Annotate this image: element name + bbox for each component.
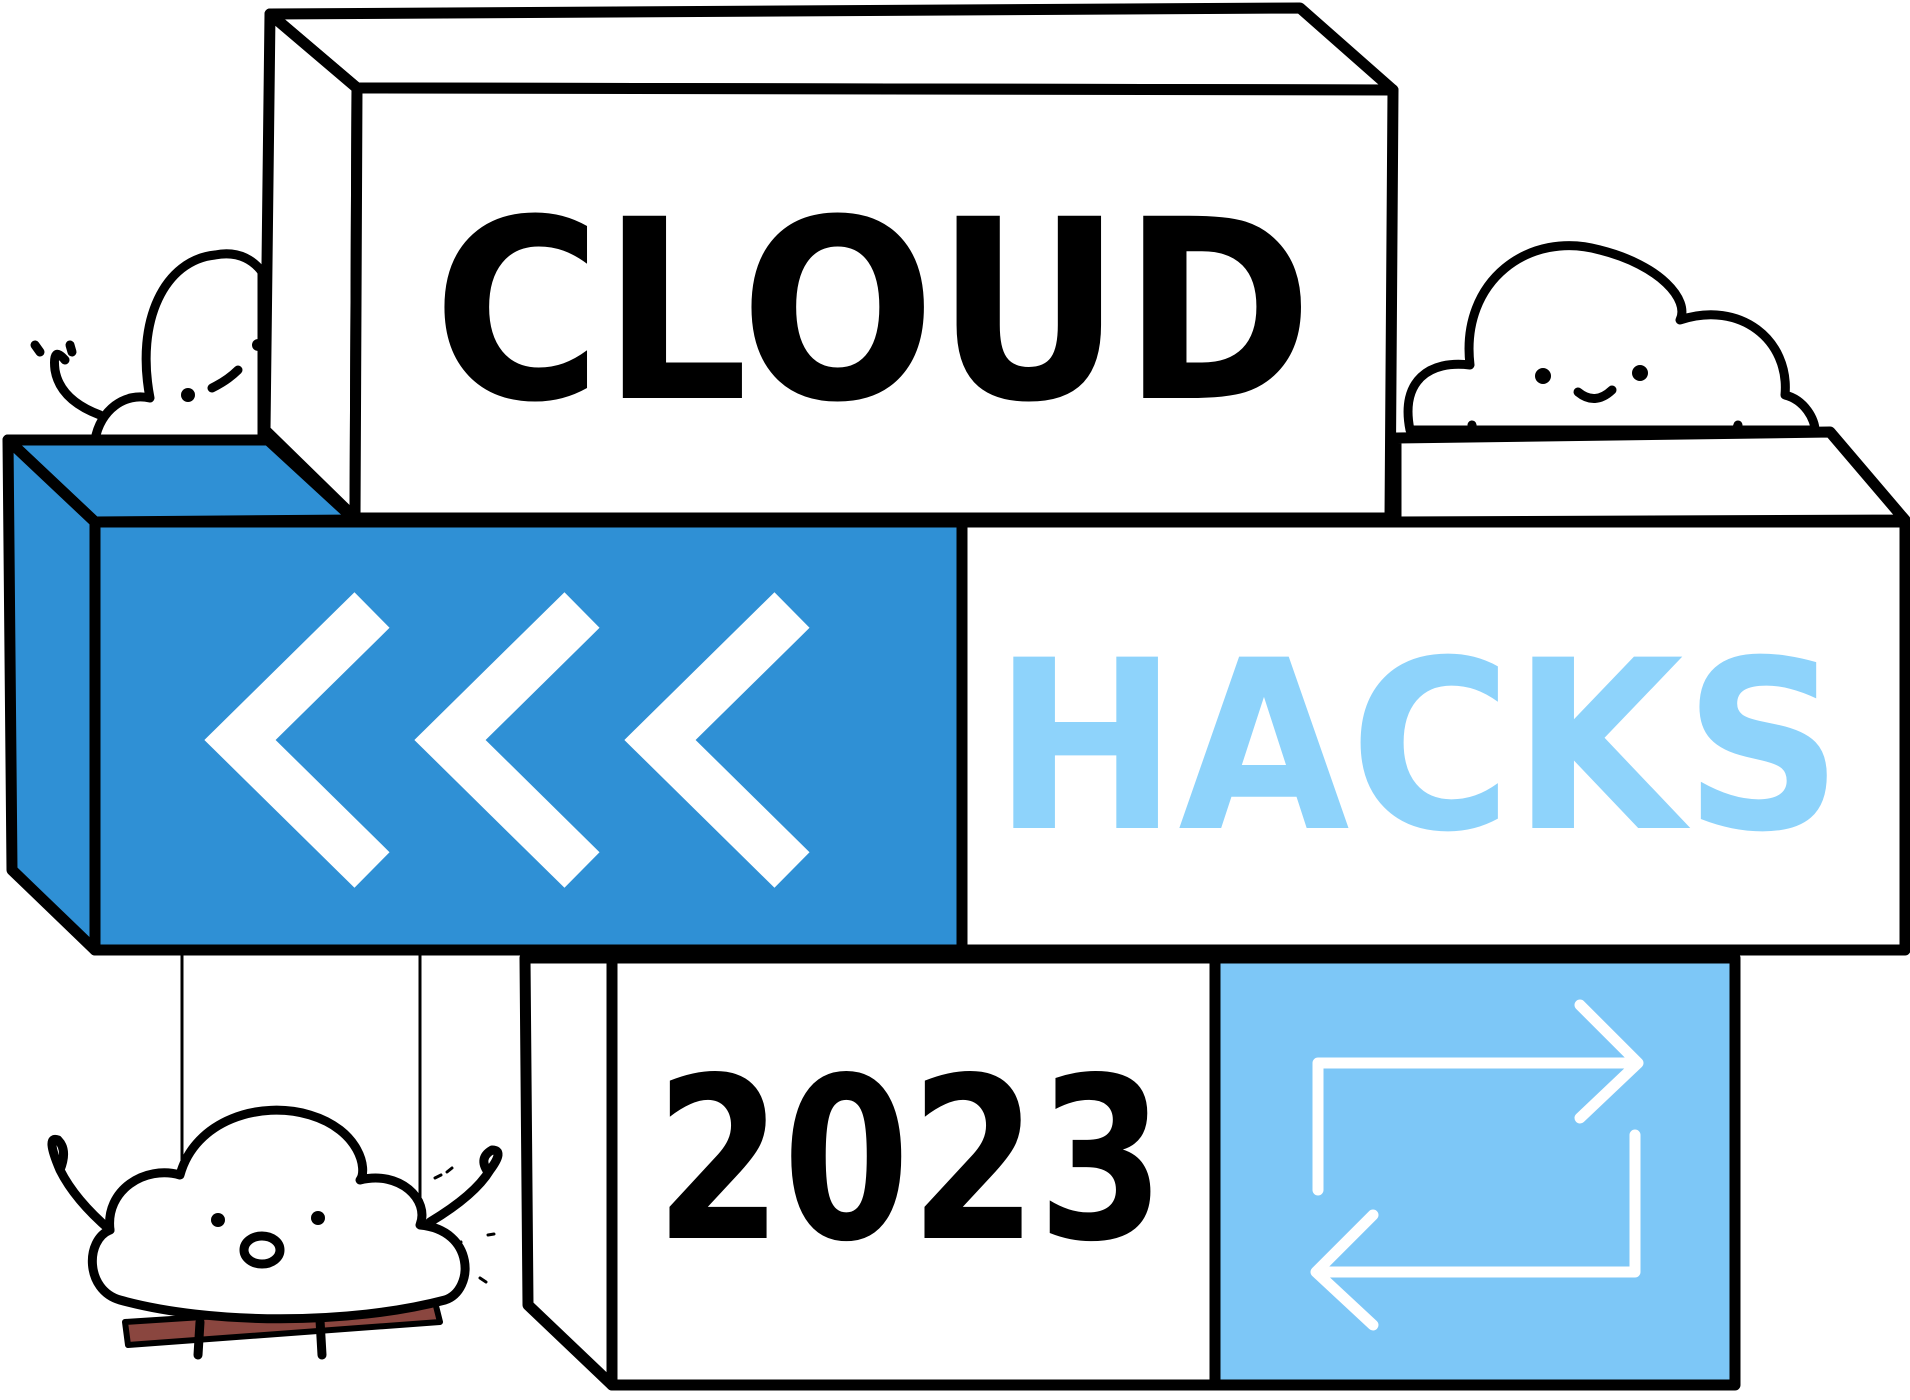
cloud-mascot-swing-icon xyxy=(47,1105,503,1360)
bottom-white-box: 2023 xyxy=(606,952,1221,1391)
middle-blue-box xyxy=(89,516,968,956)
word-hacks: HACKS xyxy=(993,611,1843,884)
motion-marks xyxy=(433,1166,496,1284)
bottom-box-side xyxy=(519,952,618,1391)
right-top-box xyxy=(1390,426,1910,528)
repeat-arrows-icon xyxy=(1310,999,1644,1331)
middle-white-box: HACKS xyxy=(956,516,1910,956)
triple-chevron-left-icon xyxy=(204,592,810,888)
word-year: 2023 xyxy=(655,1030,1165,1292)
top-box: CLOUD xyxy=(259,2,1399,524)
bottom-blue-box xyxy=(1209,952,1741,1391)
swing-ropes xyxy=(180,955,422,1215)
word-cloud: CLOUD xyxy=(433,166,1313,457)
cloud-mascot-left-icon xyxy=(30,249,267,445)
